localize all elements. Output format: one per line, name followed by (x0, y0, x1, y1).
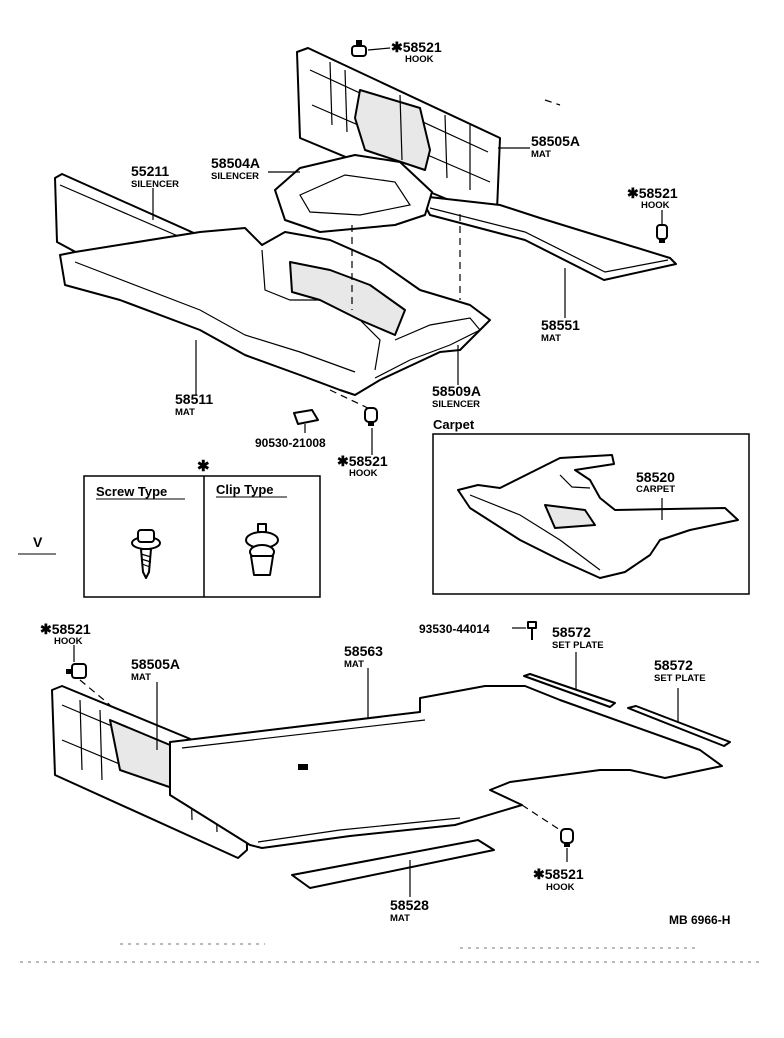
callout-part-90530-number: 90530-21008 (255, 436, 326, 450)
callout-silencer-58504a-number: 58504A (211, 155, 260, 171)
hook-bottom-icon (560, 828, 574, 847)
callout-mat-58528-name: MAT (390, 913, 410, 924)
callout-set-plate-2-number: 58572 (654, 657, 693, 673)
callout-hook-lower-left-name: HOOK (54, 636, 83, 647)
callout-hook-right-name: HOOK (641, 200, 670, 211)
callout-hook-bottom-name: HOOK (546, 882, 575, 893)
hook-lower-left-icon (66, 663, 87, 679)
callout-mat-58551-name: MAT (541, 333, 561, 344)
callout-carpet-58520-number: 58520 (636, 469, 675, 485)
callout-hook-right-number: ✱58521 (627, 185, 678, 201)
hook-mid-icon (364, 407, 378, 426)
mat-rear-lower-shape (51, 685, 248, 859)
callout-silencer-58509a-number: 58509A (432, 383, 481, 399)
callout-hook-top-name: HOOK (405, 54, 434, 65)
callout-hook-mid-number: ✱58521 (337, 453, 388, 469)
hook-right-icon (656, 224, 668, 243)
mat-58528-shape (291, 839, 495, 889)
carpet-box-frame (432, 433, 750, 595)
legend-symbol: ✱ (197, 458, 210, 475)
mat-58511-shape (59, 227, 491, 396)
callout-hook-top-number: ✱58521 (391, 39, 442, 55)
callout-mat-rear-upper-number: 58505A (531, 133, 580, 149)
callout-mat-58551-number: 58551 (541, 317, 580, 333)
mat-rear-upper-shape (296, 47, 501, 216)
screw-type-icon (131, 529, 161, 579)
callout-hook-mid-name: HOOK (349, 468, 378, 479)
callout-set-plate-1-number: 58572 (552, 624, 591, 640)
set-plate-1-shape (523, 673, 616, 708)
callout-mat-58563-name: MAT (344, 659, 364, 670)
carpet-58520-shape (457, 454, 739, 579)
callout-mat-58511-name: MAT (175, 407, 195, 418)
callout-mat-58528-number: 58528 (390, 897, 429, 913)
callout-carpet-58520-name: CARPET (636, 484, 675, 495)
screw-93530-icon (527, 621, 537, 640)
mat-58563-shape (169, 685, 723, 849)
hook-top-icon (351, 40, 367, 57)
callout-silencer-58509a-name: SILENCER (432, 399, 480, 410)
callout-mat-58511-number: 58511 (175, 391, 213, 407)
clip-90530-icon (293, 409, 319, 425)
clip-type-icon (245, 523, 279, 576)
callout-silencer-58504a-name: SILENCER (211, 171, 259, 182)
callout-mat-rear-lower-number: 58505A (131, 656, 180, 672)
legend-clip-type-label: Clip Type (216, 482, 274, 497)
callout-silencer-55211-name: SILENCER (131, 179, 179, 190)
silencer-58504a-shape (274, 154, 433, 233)
callout-part-93530-number: 93530-44014 (419, 622, 490, 636)
carpet-box-title: Carpet (433, 417, 475, 432)
callout-set-plate-1-name: SET PLATE (552, 640, 604, 651)
callout-mat-58563-number: 58563 (344, 643, 383, 659)
callout-mat-rear-upper-name: MAT (531, 149, 551, 160)
section-marker: V (33, 534, 43, 550)
diagram-id: MB 6966-H (669, 913, 730, 927)
callout-mat-rear-lower-name: MAT (131, 672, 151, 683)
callout-hook-bottom-number: ✱58521 (533, 866, 584, 882)
set-plate-2-shape (627, 705, 731, 747)
callout-set-plate-2-name: SET PLATE (654, 673, 706, 684)
mat-58551-shape (419, 195, 677, 281)
callout-hook-lower-left-number: ✱58521 (40, 621, 91, 637)
legend-screw-type-label: Screw Type (96, 484, 167, 499)
legend-frame (83, 475, 321, 598)
callout-silencer-55211-number: 55211 (131, 163, 169, 179)
